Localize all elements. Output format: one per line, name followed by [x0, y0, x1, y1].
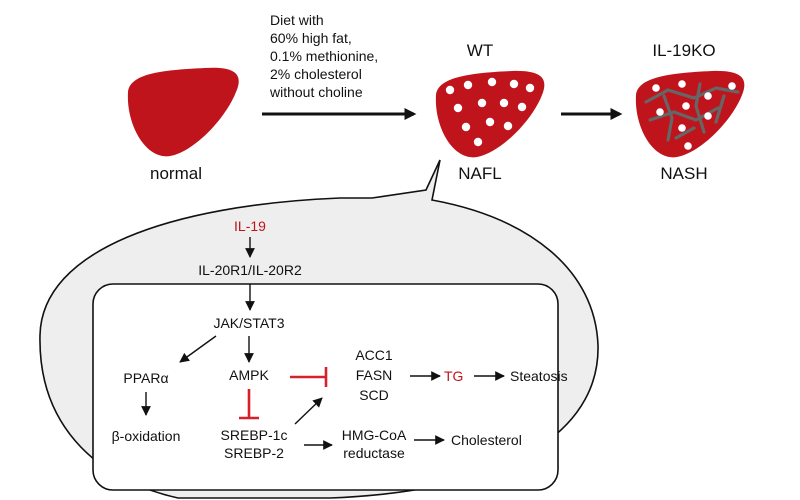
diet-text-block: Diet with 60% high fat, 0.1% methionine,…	[269, 12, 378, 100]
steatosis-label: Steatosis	[510, 368, 568, 384]
tg-label: TG	[444, 368, 463, 384]
receptor-label: IL-20R1/IL-20R2	[198, 262, 302, 278]
acc1-label: ACC1	[355, 347, 393, 363]
cholesterol-label: Cholesterol	[451, 432, 522, 448]
betaox-label: β-oxidation	[112, 428, 181, 444]
ko-label: IL-19KO	[652, 41, 715, 60]
normal-label: normal	[150, 164, 202, 183]
il19-label: IL-19	[234, 218, 266, 234]
diet-line-5: without choline	[269, 84, 363, 100]
scd-label: SCD	[359, 387, 389, 403]
nafl-liver-icon	[435, 70, 545, 158]
ampk-inhibits-srebp	[239, 389, 259, 420]
reductase-label: reductase	[343, 445, 405, 461]
diet-line-3: 0.1% methionine,	[270, 48, 378, 64]
srebp2-label: SREBP-2	[224, 445, 284, 461]
jakstat-label: JAK/STAT3	[213, 315, 284, 331]
ppar-label: PPARα	[123, 370, 168, 386]
nash-liver-icon	[635, 70, 745, 158]
nash-label: NASH	[660, 164, 707, 183]
diet-line-2: 60% high fat,	[270, 30, 352, 46]
jakstat-to-ppar-arrow	[179, 335, 217, 363]
srebp-to-lipogenesis-arrow	[294, 397, 323, 425]
hmgcoa-label: HMG-CoA	[342, 427, 407, 443]
nafl-label: NAFL	[458, 164, 501, 183]
normal-liver-icon	[127, 67, 239, 157]
diet-line-4: 2% cholesterol	[270, 66, 362, 82]
fasn-label: FASN	[356, 367, 393, 383]
ampk-label: AMPK	[229, 367, 269, 383]
ampk-inhibits-lipogenesis	[290, 367, 328, 387]
wt-label: WT	[467, 41, 493, 60]
srebp1c-label: SREBP-1c	[221, 427, 288, 443]
diet-line-1: Diet with	[270, 12, 324, 28]
